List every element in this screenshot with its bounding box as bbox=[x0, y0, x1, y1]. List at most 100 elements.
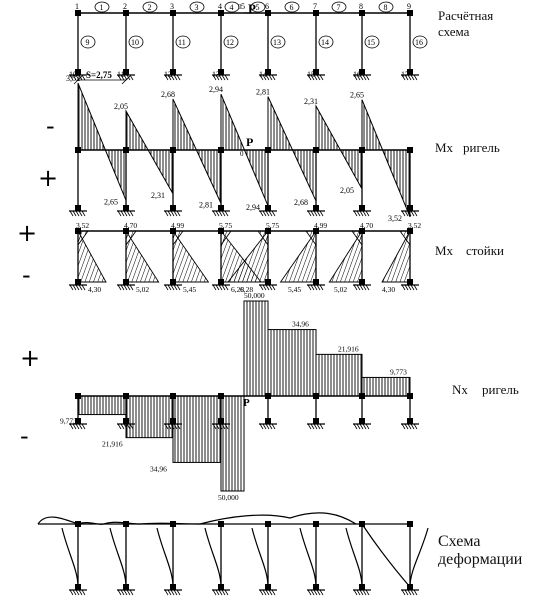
support-6-hatch bbox=[310, 423, 315, 430]
support-1-hatch bbox=[78, 589, 83, 596]
beam-node-8 bbox=[407, 521, 413, 527]
top-node-label: 9 bbox=[407, 2, 411, 11]
support-5-hatch bbox=[262, 284, 267, 291]
nx-negative-block bbox=[220, 395, 245, 492]
support-3-hatch bbox=[164, 589, 169, 596]
support-1-hatch bbox=[81, 210, 86, 217]
deform-column-curve bbox=[204, 527, 222, 588]
mx-column-top-value: 5,75 bbox=[266, 221, 279, 230]
beam-node-1 bbox=[75, 393, 81, 399]
support-1-hatch bbox=[78, 423, 83, 430]
support-4-hatch bbox=[221, 210, 226, 217]
support-6-hatch bbox=[313, 423, 318, 430]
top-node-label: 4 bbox=[218, 2, 222, 11]
mx-beam-panel: 3,522,652,052,312,682,812,942,942,812,68… bbox=[66, 74, 419, 223]
support-4-hatch bbox=[212, 423, 217, 430]
support-3-hatch bbox=[176, 589, 181, 596]
support-3-hatch bbox=[170, 423, 175, 430]
support-5-hatch bbox=[262, 423, 267, 430]
beam-node-3 bbox=[170, 393, 176, 399]
beam-node-5 bbox=[265, 228, 271, 234]
support-1-hatch bbox=[81, 74, 86, 81]
nx-positive-block bbox=[315, 353, 363, 397]
deform-curves bbox=[37, 512, 429, 588]
support-8-node bbox=[407, 418, 413, 424]
support-7-hatch bbox=[365, 74, 370, 81]
mx-beam-top-value: 2,81 bbox=[256, 88, 270, 97]
support-5-hatch bbox=[271, 589, 276, 596]
support-6-node bbox=[313, 279, 319, 285]
deform-beam-curve bbox=[37, 512, 357, 526]
beam-node-7 bbox=[359, 147, 365, 153]
mx-column-bottom-value: 5,45 bbox=[183, 285, 196, 294]
beam-number-label: 1 bbox=[100, 3, 104, 12]
support-4-hatch bbox=[224, 74, 229, 81]
mx-beam-plus-sign: + bbox=[38, 164, 59, 192]
nx-positive-block bbox=[267, 329, 317, 397]
nx-positive-value: 34,96 bbox=[292, 320, 309, 329]
support-4-node bbox=[218, 69, 224, 75]
support-6-hatch bbox=[316, 589, 321, 596]
column-number-circle bbox=[128, 35, 144, 49]
support-6-hatch bbox=[319, 423, 324, 430]
beam-node-4 bbox=[218, 521, 224, 527]
nx-beam-frame bbox=[69, 393, 419, 430]
support-8-hatch bbox=[413, 423, 418, 430]
mx-column-top-value: 4,99 bbox=[314, 221, 327, 230]
support-8-hatch bbox=[404, 210, 409, 217]
support-8-hatch bbox=[410, 74, 415, 81]
beam-number-label: 2 bbox=[148, 3, 152, 12]
nx-negative-value: 9,773 bbox=[60, 417, 77, 426]
nx-beam-subtitle: ригель bbox=[482, 382, 519, 397]
support-1-node bbox=[75, 69, 81, 75]
beam-number-label: 7 bbox=[337, 3, 341, 12]
support-6-hatch bbox=[316, 74, 321, 81]
mx-column-bottom-value: 6,28 bbox=[231, 285, 244, 294]
support-2-hatch bbox=[120, 284, 125, 291]
deform-frame bbox=[69, 521, 419, 596]
mx-beam-positive-area bbox=[195, 149, 222, 204]
support-5-node bbox=[265, 69, 271, 75]
deform-column-curve bbox=[345, 527, 363, 588]
support-6-hatch bbox=[310, 210, 315, 217]
support-2-hatch bbox=[120, 74, 125, 81]
mx-beam-top-value: 2,68 bbox=[161, 90, 175, 99]
support-2-hatch bbox=[123, 589, 128, 596]
support-4-hatch bbox=[224, 284, 229, 291]
mx-beam-bottom-value: 2,94 bbox=[246, 203, 260, 212]
support-1-hatch bbox=[81, 284, 86, 291]
support-5-hatch bbox=[268, 589, 273, 596]
support-3-hatch bbox=[176, 423, 181, 430]
support-7-hatch bbox=[365, 284, 370, 291]
nx-positive-block bbox=[361, 376, 411, 397]
support-1-hatch bbox=[78, 210, 83, 217]
mx-column-frame bbox=[69, 228, 419, 291]
support-3-hatch bbox=[167, 210, 172, 217]
support-1-hatch bbox=[72, 284, 77, 291]
nx-negative-block bbox=[77, 395, 127, 416]
support-6-hatch bbox=[307, 284, 312, 291]
bottom-node-label: 10 bbox=[69, 70, 77, 79]
support-8-hatch bbox=[407, 74, 412, 81]
scheme-angle-label: 0 bbox=[238, 3, 242, 11]
support-8-hatch bbox=[413, 589, 418, 596]
scheme-columns bbox=[69, 10, 419, 81]
beam-node-5 bbox=[265, 10, 271, 16]
support-6-hatch bbox=[313, 589, 318, 596]
support-7-hatch bbox=[362, 589, 367, 596]
column-number-label: 13 bbox=[273, 38, 281, 47]
beam-node-1 bbox=[75, 10, 81, 16]
column-number-circle bbox=[80, 35, 96, 49]
support-4-hatch bbox=[212, 74, 217, 81]
mx-column-bottom-value: 4,30 bbox=[382, 285, 395, 294]
support-8-hatch bbox=[401, 589, 406, 596]
support-5-hatch bbox=[265, 284, 270, 291]
top-node-label: 6 bbox=[265, 2, 269, 11]
support-1-hatch bbox=[72, 210, 77, 217]
beam-node-4 bbox=[218, 393, 224, 399]
beam-number-circle bbox=[284, 1, 300, 13]
support-1-hatch bbox=[72, 423, 77, 430]
support-8-hatch bbox=[413, 74, 418, 81]
support-1-hatch bbox=[69, 284, 74, 291]
